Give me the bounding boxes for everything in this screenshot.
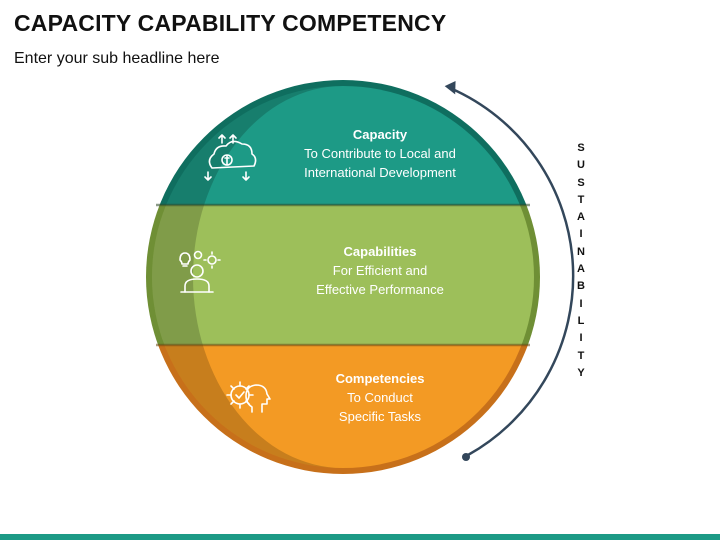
sustainability-label: S U S T A I N A B I L I T Y xyxy=(572,140,590,382)
competencies-line-2: Specific Tasks xyxy=(339,409,422,424)
lens-shadow xyxy=(152,86,343,468)
sustainability-letter: L xyxy=(577,314,585,327)
capabilities-heading: Capabilities xyxy=(344,244,417,259)
capacity-line-2: International Development xyxy=(304,165,456,180)
segment-capabilities xyxy=(152,205,534,345)
segment-competencies xyxy=(164,345,522,468)
money-cloud-icon xyxy=(204,134,257,181)
capabilities-line-1: For Efficient and xyxy=(333,263,427,278)
capacity-line-1: To Contribute to Local and xyxy=(304,146,456,161)
sustainability-letter: T xyxy=(577,349,585,362)
sustainability-arrow xyxy=(444,80,575,461)
sustainability-letter: S xyxy=(577,176,585,189)
competencies-heading: Competencies xyxy=(336,371,425,386)
sustainability-letter: I xyxy=(579,332,583,345)
sustainability-letter: A xyxy=(577,263,585,276)
person-ideas-icon xyxy=(179,250,221,293)
sustainability-letter: B xyxy=(577,280,585,293)
gear-head-icon xyxy=(226,381,271,413)
page-subtitle: Enter your sub headline here xyxy=(14,50,220,67)
sustainability-letter: N xyxy=(577,245,585,258)
sustainability-letter: I xyxy=(579,297,583,310)
sustainability-letter: Y xyxy=(577,366,585,379)
sustainability-letter: S xyxy=(577,142,585,154)
footer-bar xyxy=(0,534,720,540)
segment-capacity xyxy=(166,86,520,205)
sustainability-letter: I xyxy=(579,228,583,241)
sustainability-letter: A xyxy=(577,211,585,224)
circle-segments xyxy=(152,86,534,468)
sustainability-letter: T xyxy=(577,193,585,206)
capacity-heading: Capacity xyxy=(353,127,408,142)
capabilities-line-2: Effective Performance xyxy=(316,282,444,297)
band-separators xyxy=(156,203,530,347)
sustainability-letter: U xyxy=(577,159,585,172)
competencies-line-1: To Conduct xyxy=(347,390,413,405)
page-title: CAPACITY CAPABILITY COMPETENCY xyxy=(14,10,447,36)
